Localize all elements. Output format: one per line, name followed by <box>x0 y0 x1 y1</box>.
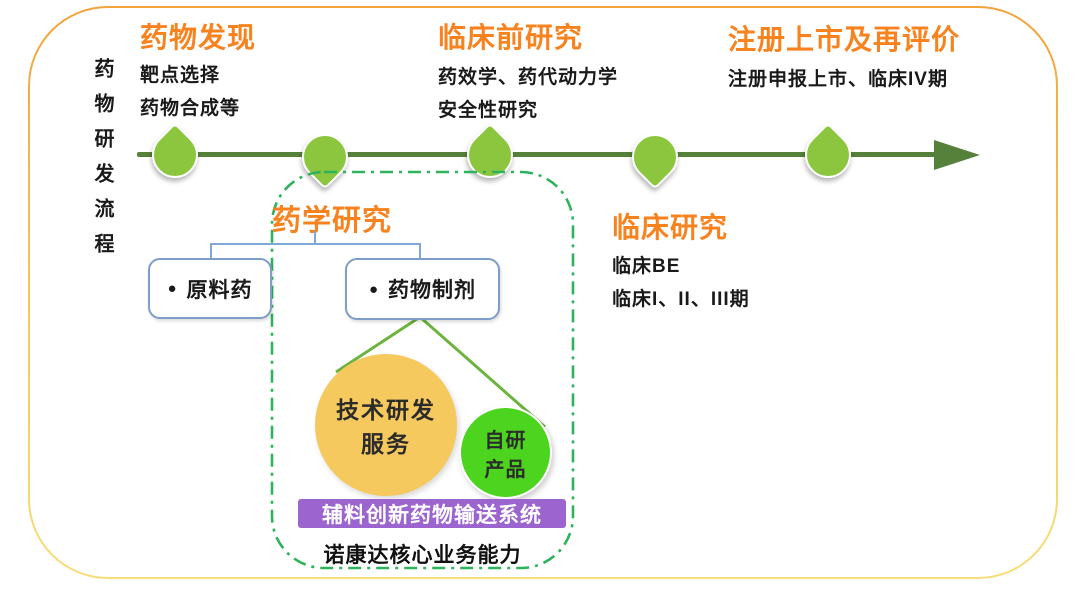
arrow-right-icon <box>934 140 980 170</box>
circle-tech-rd-line2: 服务 <box>361 431 411 457</box>
discovery-note-1: 靶点选择 <box>140 65 221 86</box>
box-formulation-label: 药物制剂 <box>388 279 477 302</box>
timeline-line <box>137 152 937 157</box>
bracket-horizontal <box>210 243 421 245</box>
box-api-label: 原料药 <box>186 278 253 302</box>
process-axis-label: 药物研发流程 <box>91 58 113 268</box>
core-business-caption: 诺康达核心业务能力 <box>323 544 522 567</box>
circle-tech-rd-service: 技术研发 服务 <box>315 354 457 496</box>
stage-title-registration: 注册上市及再评价 <box>728 24 961 55</box>
bullet-icon: ● <box>167 280 178 297</box>
stage-title-pharmaceutical: 药学研究 <box>272 205 393 237</box>
box-formulation: ● 药物制剂 <box>345 258 500 320</box>
stage-title-discovery: 药物发现 <box>140 22 257 53</box>
circle-tech-rd-line1: 技术研发 <box>336 397 436 423</box>
registration-note-1: 注册申报上市、临床IV期 <box>728 69 948 90</box>
preclinical-note-2: 安全性研究 <box>438 100 539 121</box>
stage-title-preclinical: 临床前研究 <box>438 22 584 53</box>
bracket-left-drop <box>210 243 212 259</box>
bracket-stem <box>314 231 316 244</box>
bracket-right-drop <box>419 243 421 259</box>
bullet-icon: ● <box>368 280 380 298</box>
circle-self-developed-line2: 产品 <box>484 458 527 481</box>
circle-self-developed: 自研 产品 <box>459 406 552 499</box>
discovery-note-2: 药物合成等 <box>140 98 241 119</box>
clinical-note-2: 临床I、II、III期 <box>612 289 750 310</box>
preclinical-note-1: 药效学、药代动力学 <box>438 67 619 88</box>
excipient-delivery-banner: 辅料创新药物输送系统 <box>298 499 566 528</box>
box-api: ● 原料药 <box>148 258 272 319</box>
clinical-note-1: 临床BE <box>612 256 681 277</box>
circle-self-developed-line1: 自研 <box>484 429 527 452</box>
stage-title-clinical: 临床研究 <box>612 212 729 243</box>
